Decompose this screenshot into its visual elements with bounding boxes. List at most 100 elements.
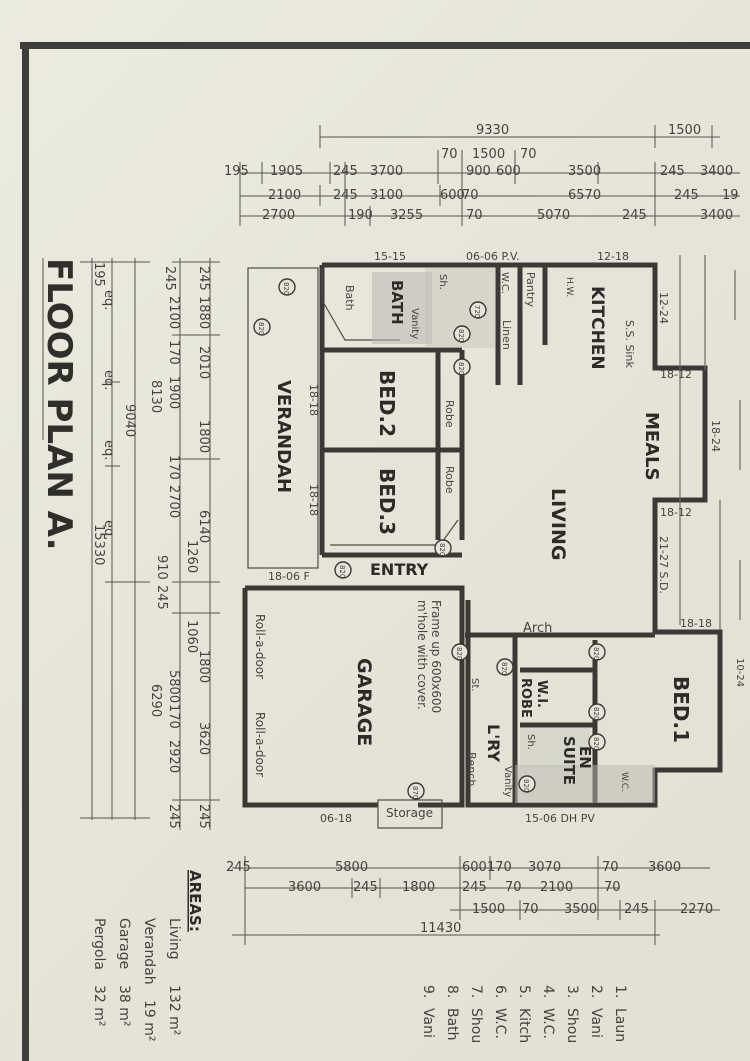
door-marker: 820 [451, 643, 469, 661]
dim-label: 245 [462, 880, 487, 895]
window-code: 12-24 [657, 292, 670, 324]
sheet-border-top [20, 42, 750, 49]
dim-label: 3600 [648, 860, 681, 875]
dim-label: eq. [101, 440, 116, 460]
dim-label: 3255 [390, 208, 423, 223]
label-wc-ensuite: W.C. [619, 772, 629, 792]
dim-label: 5070 [537, 208, 570, 223]
dim-label: 3400 [700, 164, 733, 179]
window-code: 18-06 F [268, 570, 310, 583]
dim-label: 3100 [370, 188, 403, 203]
window-code: 06-18 [320, 812, 352, 825]
dim-label: 2100 [166, 296, 181, 329]
note-text: Shou [468, 1008, 484, 1043]
door-markers: 820 820 720 820 820 820 820 820 820 820 … [253, 278, 606, 800]
dim-label: 70 [520, 147, 537, 162]
label-roll-door-1: Roll-a-door [253, 614, 267, 679]
area-verandah-value: 19 m² [141, 1000, 157, 1042]
dim-label: 170 [166, 455, 181, 480]
label-arch: Arch [523, 621, 552, 636]
area-garage-value: 38 m² [116, 985, 132, 1027]
door-label: 820 [455, 647, 463, 660]
dim-label: 3620 [196, 722, 211, 755]
label-bench: Bench [465, 752, 478, 786]
dim-label: 3600 [288, 880, 321, 895]
window-code: 18-12 [660, 368, 692, 381]
label-roll-door-2: Roll-a-door [253, 712, 267, 777]
dim-label: 245 [660, 164, 685, 179]
dim-label: 245 [154, 585, 169, 610]
note-text: Shou [564, 1008, 580, 1043]
dim-label: 6290 [148, 684, 163, 717]
room-laundry: L'RY [484, 724, 503, 763]
note-text: Vani [588, 1008, 604, 1038]
dim-label: 910 [154, 555, 169, 580]
window-code: 12-18 [597, 250, 629, 263]
dim-label: 2700 [262, 208, 295, 223]
dim-label: 1260 [184, 540, 199, 573]
room-entry: ENTRY [370, 560, 429, 579]
wet-area-hatching [372, 268, 655, 803]
area-pergola-label: Pergola [91, 918, 107, 970]
room-bath: BATH [388, 280, 406, 325]
door-label: 820 [592, 647, 600, 660]
note-number: 4. [540, 985, 556, 998]
label-frame-note-2: m'hole with cover. [415, 600, 429, 710]
label-frame-note-1: Frame up 600x600 [429, 600, 443, 713]
area-pergola-value: 32 m² [91, 985, 107, 1027]
window-codes: 15-15 06-06 P.V. 12-18 12-24 18-12 18-24… [268, 250, 745, 825]
door-label: 820 [592, 737, 600, 750]
door-marker: 820 [588, 733, 606, 751]
door-label: 720 [473, 305, 481, 318]
room-kitchen: KITCHEN [587, 286, 607, 370]
door-label: 820 [592, 707, 600, 720]
window-code: 18-18 [680, 617, 712, 630]
door-marker: 820 [588, 703, 606, 721]
note-number: 5. [516, 985, 532, 998]
door-marker: 820 [496, 658, 514, 676]
label-ensuite-2: SUITE [560, 736, 578, 785]
door-marker: 870 [407, 782, 425, 800]
sheet-border-left [22, 42, 29, 1061]
door-label: 820 [457, 329, 465, 342]
dim-label: 245 [333, 164, 358, 179]
dim-label: 6140 [196, 510, 211, 543]
label-sh-ensuite: Sh. [525, 734, 536, 750]
dim-label: 245 [624, 902, 649, 917]
window-code: 10-24 [734, 658, 745, 687]
dim-label: 195 [224, 164, 249, 179]
door-marker: 820 [334, 561, 352, 579]
dim-label: 1800 [196, 420, 211, 453]
dim-label: 19 [722, 188, 739, 203]
bottom-dimensions: 245 5800 600 170 3070 70 3600 3600 245 1… [226, 856, 720, 945]
dim-label: 600 [496, 164, 521, 179]
dim-label: 11430 [420, 921, 461, 936]
dim-label: 245 [674, 188, 699, 203]
dim-label: 170 [487, 860, 512, 875]
dim-label: eq. [101, 290, 116, 310]
left-dimensions: 195 eq. eq. eq. eq. 9040 15330 8130 6290… [80, 258, 220, 830]
note-number: 6. [492, 985, 508, 998]
label-bath-tub: Bath [343, 285, 356, 311]
dim-label: 1880 [196, 296, 211, 329]
dim-label: 245 [196, 266, 211, 291]
note-text: Bath [444, 1008, 460, 1041]
door-marker: 720 [469, 301, 487, 319]
door-label: 820 [522, 779, 530, 792]
label-robe-bed3: Robe [443, 466, 456, 494]
dim-label: 245 [196, 804, 211, 829]
dim-label: 1905 [270, 164, 303, 179]
note-number: 1. [612, 985, 628, 998]
top-dimensions: 9330 1500 195 1905 245 3700 70 1500 70 9… [224, 123, 740, 226]
dim-label: 3500 [564, 902, 597, 917]
dim-label: 1060 [184, 620, 199, 653]
dim-label: 900 [466, 164, 491, 179]
room-garage: GARAGE [353, 658, 375, 746]
room-bed2: BED.2 [375, 370, 399, 437]
label-vanity-ensuite: Vanity [502, 766, 513, 797]
note-number: 2. [588, 985, 604, 998]
dim-label: 600 [462, 860, 487, 875]
window-code: 21-27 S.D. [657, 536, 670, 594]
dim-label: 245 [162, 266, 177, 291]
dim-label: 195 [91, 262, 106, 287]
